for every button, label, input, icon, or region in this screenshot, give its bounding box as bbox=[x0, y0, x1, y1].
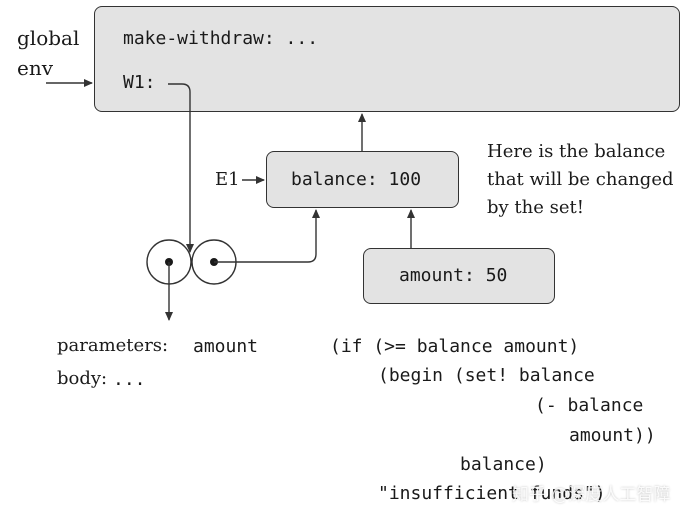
w1-binding: W1: bbox=[123, 72, 156, 93]
global-env-frame bbox=[94, 6, 680, 112]
global-env-label-line1: global bbox=[17, 26, 80, 50]
body-value: ... bbox=[113, 369, 146, 390]
e1-frame bbox=[266, 151, 459, 208]
w1-to-procedure-arrow bbox=[168, 83, 194, 253]
procedure-env-arrow bbox=[214, 209, 320, 263]
parameters-value: amount bbox=[193, 336, 259, 357]
body-label: body: bbox=[57, 368, 108, 389]
parameters-label: parameters: bbox=[57, 335, 169, 356]
code-line-6: "insufficient funds") bbox=[378, 483, 606, 504]
e1-label: E1 bbox=[215, 169, 240, 190]
code-line-1: (if (>= balance amount) bbox=[330, 336, 580, 357]
code-line-4: amount)) bbox=[569, 425, 656, 446]
annotation-line-1: Here is the balance bbox=[487, 141, 666, 162]
code-line-3: (- balance bbox=[535, 395, 644, 416]
code-line-2: (begin (set! balance bbox=[378, 365, 595, 386]
global-env-label-line2: env bbox=[17, 56, 54, 80]
annotation-line-2: that will be changed bbox=[487, 169, 674, 190]
code-line-5: balance) bbox=[460, 454, 547, 475]
amount-binding: amount: 50 bbox=[399, 265, 508, 286]
annotation-line-3: by the set! bbox=[487, 197, 584, 218]
watermark-text: 知乎 @深度人工智障 bbox=[512, 485, 671, 505]
balance-binding: balance: 100 bbox=[291, 169, 422, 190]
amount-frame bbox=[363, 248, 555, 304]
make-withdraw-binding: make-withdraw: ... bbox=[123, 28, 319, 49]
